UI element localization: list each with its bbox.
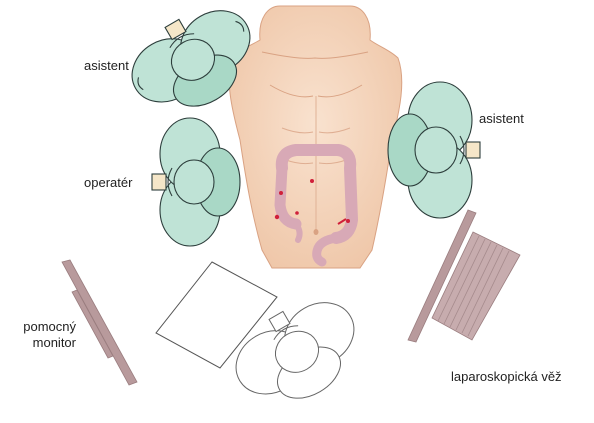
laparoscopic-tower [408, 210, 520, 342]
surgeon-label: operatér [84, 175, 132, 191]
assistant-left-label: asistent [84, 58, 129, 74]
assistant-right-figure [388, 82, 480, 218]
assistant-right-label: asistent [479, 111, 524, 127]
auxiliary-monitor-label-line1: pomocný [10, 319, 76, 335]
patient-torso [229, 6, 402, 268]
auxiliary-monitor-label: pomocný monitor [10, 319, 76, 351]
surgeon-figure [152, 118, 240, 246]
laparoscopic-tower-label: laparoskopická věž [451, 369, 562, 385]
auxiliary-monitor-label-line2: monitor [10, 335, 76, 351]
